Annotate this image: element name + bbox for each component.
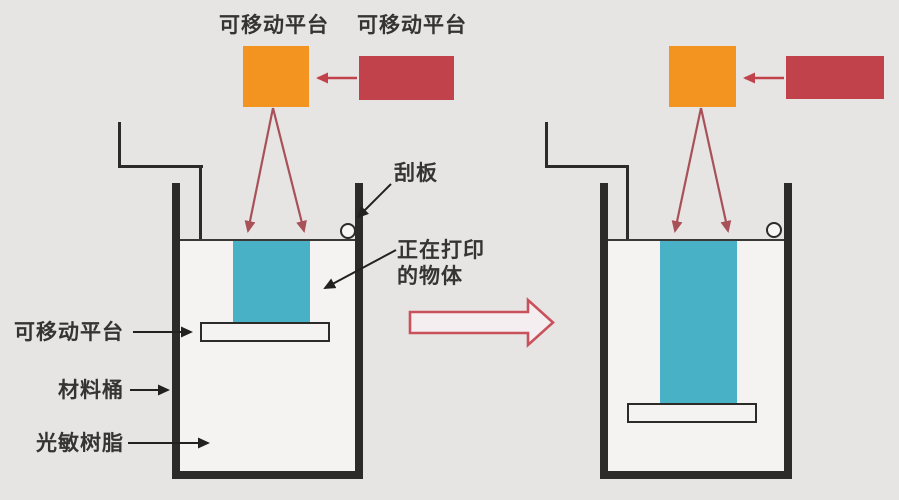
left-vat-wall-left [172,183,180,479]
left-top-source-label: 可移动平台 [357,13,467,37]
left-scraper-roller [340,223,356,239]
left-laser-beam-1 [244,107,275,233]
left-vat-floor [172,471,363,479]
left-build-platform [200,322,330,342]
right-scraper-roller [766,222,782,238]
printing-object-label: 正在打印 的物体 [397,238,485,289]
right-laser-source-box [786,56,884,99]
right-bracket-horizontal [545,165,629,168]
left-printed-object [233,241,310,322]
scraper-label: 刮板 [394,161,438,185]
left-bracket-vertical [118,122,121,168]
right-vat-wall-right [784,183,792,479]
right-laser-beam-2 [699,107,732,233]
right-galvo-mirror-box [669,46,736,107]
right-vat-wall-left [600,183,608,479]
right-vat-floor [600,471,792,479]
left-galvo-mirror-box [243,46,309,107]
left-vat-wall-right [355,183,363,479]
printing-object-label-line1: 正在打印 [397,238,485,262]
left-top-platform-label: 可移动平台 [219,13,329,37]
left-laser-source-box [359,56,454,100]
printing-object-label-line2: 的物体 [397,263,463,288]
left-laser-beam-2 [271,107,307,233]
platform-side-label: 可移动平台 [14,320,124,344]
right-resin-surface-line [608,239,784,241]
left-resin-surface-line [180,239,355,241]
right-bracket-vertical [545,122,548,168]
left-bracket-horizontal [118,165,203,168]
resin-label: 光敏树脂 [36,431,124,455]
vat-label: 材料桶 [58,378,124,402]
right-printed-object [660,241,737,404]
stage-transition-arrow [408,297,555,348]
right-laser-beam-1 [671,107,703,233]
right-build-platform [627,403,757,423]
